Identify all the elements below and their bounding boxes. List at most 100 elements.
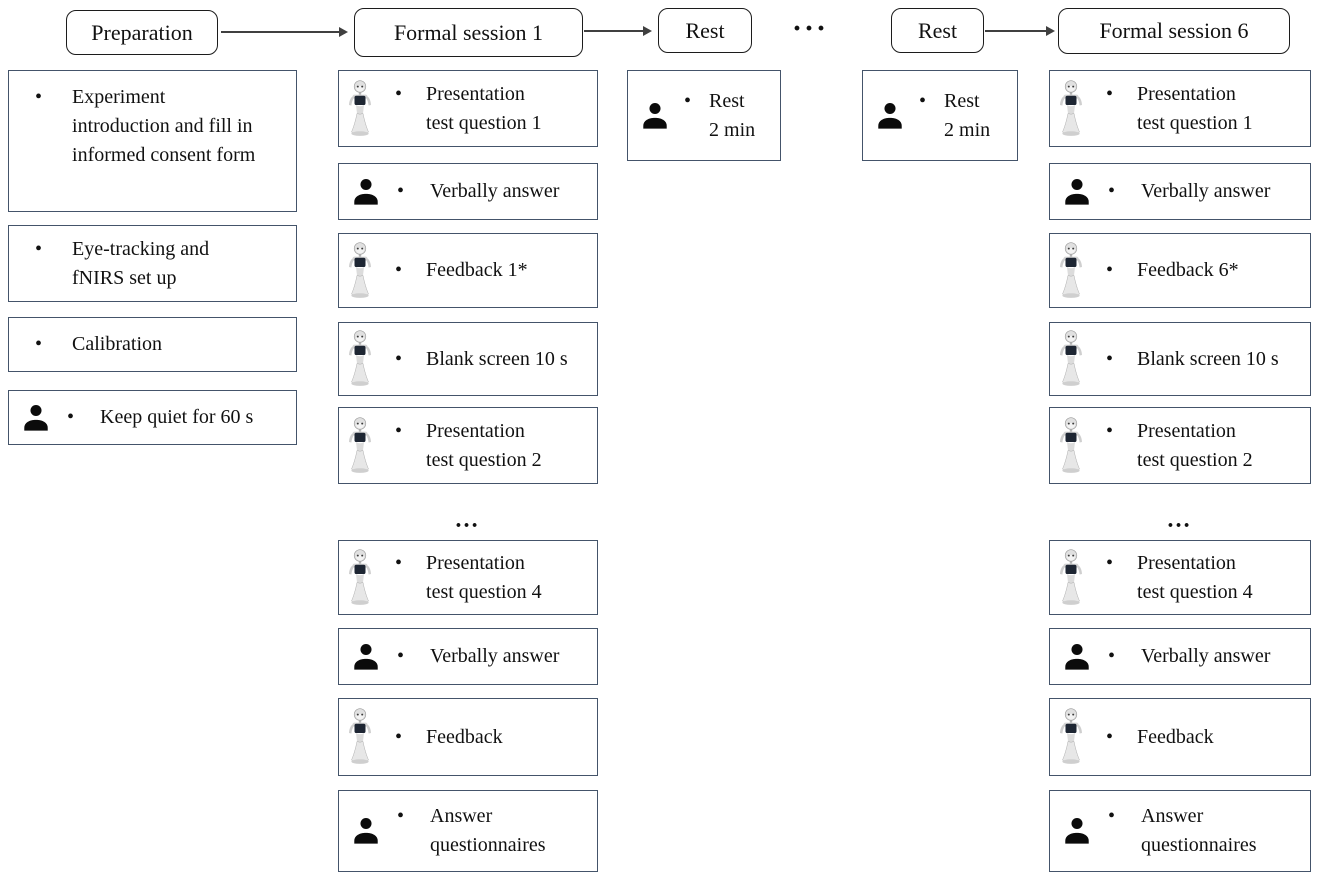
bullet: • [1108,805,1116,827]
step-box-feedback: • Feedback [1049,698,1311,776]
step-text: Presentation test question 4 [426,551,542,603]
step-text: Feedback [1137,725,1214,748]
bullet: • [35,86,43,108]
bullet: • [397,645,405,667]
step-box-presentation-q4: • Presentation test question 4 [338,540,598,615]
step-text: Experiment introduction and fill in info… [72,86,256,166]
person-icon [351,642,381,672]
step-box-calibration: • Calibration [8,317,297,372]
person-icon [1062,642,1092,672]
step-text: Presentation test question 1 [1137,82,1253,134]
rest-text: Rest 2 min [709,89,756,141]
step-text: Answer questionnaires [430,805,546,856]
step-text: Answer questionnaires [1141,805,1257,856]
step-box-blank-screen: • Blank screen 10 s [1049,322,1311,396]
step-text: Verbally answer [430,645,560,667]
pepper-robot-icon [1058,548,1084,607]
step-text: Eye-tracking and fNIRS set up [72,237,210,289]
bullet: • [1106,419,1114,442]
step-box-verbally-answer: • Verbally answer [338,163,598,220]
column-ellipsis: … [1166,507,1194,533]
bullet: • [395,347,403,370]
bullet: • [397,180,405,202]
step-text: Verbally answer [1141,645,1271,667]
header-rest-2: Rest [891,8,984,53]
pepper-robot-icon [1058,708,1084,766]
bullet: • [35,333,43,355]
step-text: Verbally answer [1141,180,1271,202]
step-box-presentation-q4: •Presentation test question 4 [1049,540,1311,615]
step-box-presentation-q1: • Presentation test question 1 [1049,70,1311,147]
bullet: • [67,406,75,428]
pepper-robot-icon [347,416,373,475]
bullet: • [1106,725,1114,748]
arrow-preparation-to-session1-icon [221,27,348,37]
preparation-column: • Experiment introduction and fill in in… [8,70,297,445]
bullet: • [1106,82,1114,105]
step-text: Blank screen 10 s [426,347,568,370]
step-text: Keep quiet for 60 s [100,406,254,428]
step-text: Feedback [426,725,503,748]
person-icon [21,403,51,433]
formal-session-6-column: • Presentation test question 1 • Verbally … [1049,70,1311,872]
bullet: • [919,89,927,112]
bullet: • [1106,259,1114,281]
pepper-robot-icon [1058,79,1084,138]
step-box-answer-questionnaires: • Answer questionnaires [338,790,598,872]
header-rest-1: Rest [658,8,752,53]
step-box-eye-tracking-setup: • Eye-tracking and fNIRS set up [8,225,297,302]
step-text: Blank screen 10 s [1137,347,1279,370]
step-text: Calibration [72,333,162,355]
step-box-presentation-q2: • Presentation test question 2 [1049,407,1311,484]
step-box-blank-screen: • Blank screen 10 s [338,322,598,396]
header-formal-session-1: Formal session 1 [354,8,583,57]
bullet: • [1108,180,1116,202]
pepper-robot-icon [347,708,373,766]
rest-box: • Rest 2 min [627,70,781,161]
step-text: Presentation test question 4 [1137,551,1253,603]
person-icon [640,101,670,131]
pepper-robot-icon [347,330,373,388]
step-text: Presentation test question 2 [1137,419,1253,471]
pepper-robot-icon [347,79,373,138]
step-text: Presentation test question 1 [426,82,542,134]
pepper-robot-icon [347,241,373,300]
person-icon [351,177,381,207]
bullet: • [684,89,692,112]
step-box-feedback-1: •Feedback 1* [338,233,598,308]
pepper-robot-icon [1058,416,1084,475]
bullet: • [397,805,405,827]
person-icon [875,101,905,131]
step-box-keep-quiet: • Keep quiet for 60 s [8,390,297,445]
person-icon [351,816,381,846]
rest-box: • Rest 2 min [862,70,1018,161]
pepper-robot-icon [1058,330,1084,388]
step-text: Feedback 6* [1137,259,1239,281]
step-text: Verbally answer [430,180,560,202]
header-preparation: Preparation [66,10,218,55]
pepper-robot-icon [1058,241,1084,300]
step-box-presentation-q2: • Presentation test question 2 [338,407,598,484]
arrow-session1-to-rest-icon [584,26,652,36]
bullet: • [395,419,403,442]
step-box-feedback-6: • Feedback 6* [1049,233,1311,308]
bullet: • [395,551,403,574]
formal-session-1-column: •Presentation test question 1 •Verbally … [338,70,598,872]
step-box-verbally-answer-2: •Verbally answer [1049,628,1311,685]
step-text: Feedback 1* [426,259,528,281]
person-icon [1062,816,1092,846]
step-box-answer-questionnaires: • Answer questionnaires [1049,790,1311,872]
step-text: Presentation test question 2 [426,419,542,471]
step-box-presentation-q1: •Presentation test question 1 [338,70,598,147]
bullet: • [395,725,403,748]
pepper-robot-icon [347,548,373,607]
rest-column-1: • Rest 2 min [627,70,781,161]
arrow-rest-to-session6-icon [985,26,1055,36]
column-ellipsis: … [454,507,482,533]
step-box-experiment-introduction: • Experiment introduction and fill in in… [8,70,297,212]
person-icon [1062,177,1092,207]
step-box-verbally-answer: • Verbally answer [1049,163,1311,220]
rest-text: Rest 2 min [944,89,991,141]
bullet: • [1106,347,1114,370]
